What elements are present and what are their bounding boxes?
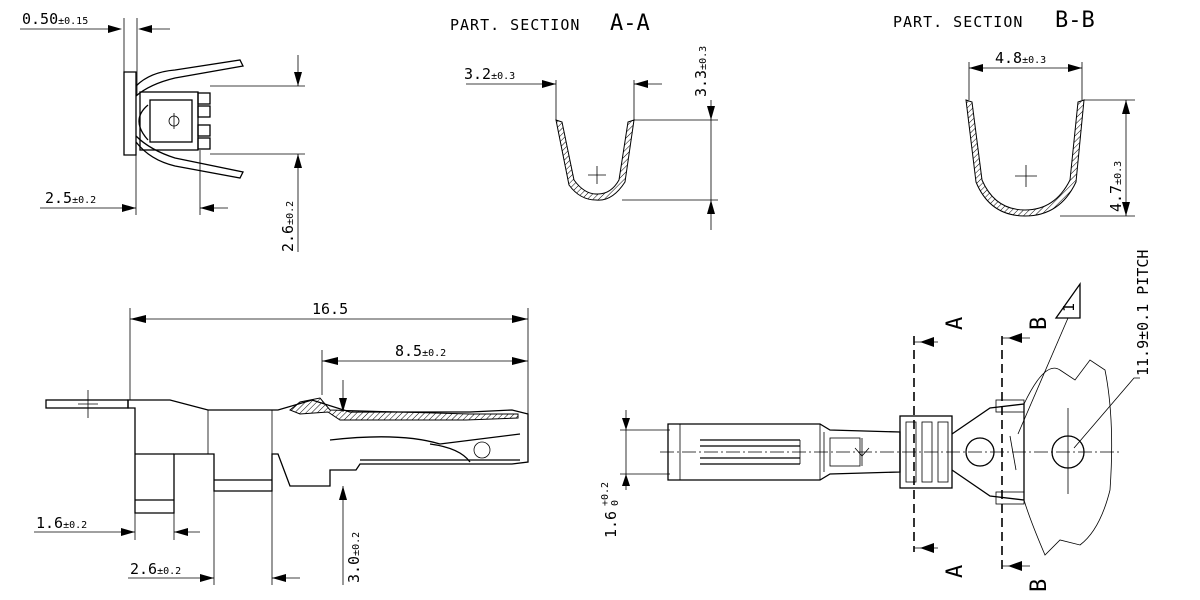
section-b-b: PART. SECTION B-B 4.8±0.3 4.7±0.3: [893, 8, 1135, 217]
section-b-title: PART. SECTION: [893, 13, 1023, 31]
dim-a-height: 3.3±0.3: [692, 46, 710, 97]
dim-width-25: 2.5±0.2: [45, 189, 96, 207]
dim-wire-thickness: 0.50±0.15: [22, 10, 88, 28]
dim-height-30: 3.0±0.2: [345, 532, 363, 583]
dim-b-height: 4.7±0.3: [1107, 161, 1125, 212]
dim-plan-16-tol-dn: 0: [610, 500, 621, 506]
dim-tab-26: 2.6±0.2: [130, 560, 181, 578]
revision-marker: 1: [1060, 303, 1078, 312]
dim-plan-16: 1.6: [602, 511, 620, 538]
dim-tab-16: 1.6±0.2: [36, 514, 87, 532]
dim-b-width: 4.8±0.3: [995, 49, 1046, 67]
dim-total-length: 16.5: [312, 300, 348, 318]
dim-plan-16-tol-up: +0.2: [600, 482, 611, 506]
section-marker-a-bottom: A: [943, 565, 968, 578]
dim-pitch: 11.9±0.1 PITCH: [1134, 250, 1152, 376]
dim-a-width: 3.2±0.3: [464, 65, 515, 83]
section-marker-a-top: A: [943, 317, 968, 330]
section-a-a: PART. SECTION A-A 3.2±0.3 3.3±0.3: [450, 11, 718, 230]
section-a-title: PART. SECTION: [450, 16, 580, 34]
section-marker-b-bottom: B: [1027, 579, 1052, 592]
section-marker-b-top: B: [1027, 317, 1052, 330]
plan-view: 1.6 +0.2 0 A: [600, 250, 1152, 592]
end-view: 0.50±0.15 2.6±0.2 2.5±0.2: [20, 10, 305, 252]
dim-contact-length: 8.5±0.2: [395, 342, 446, 360]
dim-height-26: 2.6±0.2: [279, 201, 297, 252]
section-b-letter: B-B: [1055, 8, 1095, 33]
side-view: 16.5 8.5±0.2 3.0±0.2 1.6: [34, 300, 529, 585]
section-a-letter: A-A: [610, 11, 650, 36]
